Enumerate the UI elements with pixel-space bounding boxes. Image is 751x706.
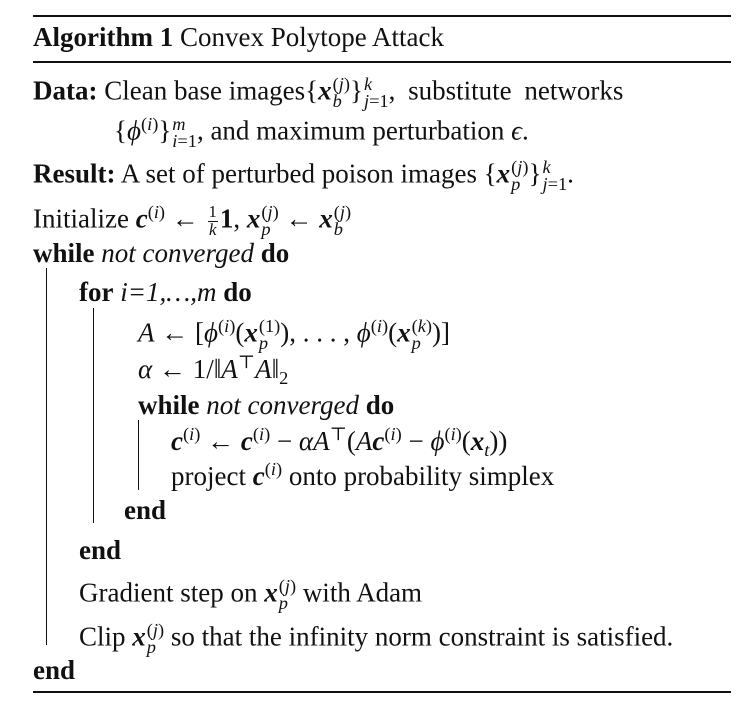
data-keyword: Data: [33, 75, 98, 106]
for-range: i=1,…,m [120, 277, 217, 307]
for-end-keyword: end [79, 535, 122, 565]
outer-while-keyword: while [33, 238, 95, 268]
inner-end-line: end [124, 497, 166, 524]
for-do-keyword: do [223, 277, 252, 307]
for-bar [93, 308, 95, 523]
clip-line: Clip x(j)p so that the infinity norm con… [79, 620, 674, 658]
for-end-line: end [79, 537, 121, 564]
clip-text-2: so that the infinity norm constraint is … [170, 621, 674, 652]
for-line: for i=1,…,m do [79, 279, 252, 306]
for-keyword: for [79, 277, 114, 307]
project-text: onto probability simplex [288, 461, 555, 491]
header-rule [33, 61, 731, 63]
project-keyword: project [171, 461, 246, 491]
outer-while-line: while not converged do [33, 240, 289, 267]
algorithm-title: Convex Polytope Attack [179, 22, 444, 52]
outer-while-condition: not converged [101, 238, 254, 268]
gradient-text-1: Gradient step on [79, 577, 258, 608]
inner-do-keyword: do [365, 390, 395, 420]
data-text-1: Clean base images [104, 75, 306, 106]
gradient-text-2: with Adam [302, 577, 423, 608]
result-line: Result: A set of perturbed poison images… [33, 157, 574, 195]
gradient-step-line: Gradient step on x(j)p with Adam [79, 576, 423, 614]
outer-while-bar [46, 268, 48, 645]
bottom-rule [33, 691, 731, 693]
result-text: A set of perturbed poison images [120, 158, 477, 189]
project-line: project c(i) onto probability simplex [171, 458, 555, 491]
clip-text-1: Clip [79, 621, 126, 652]
outer-end-keyword: end [33, 655, 76, 685]
inner-end-keyword: end [124, 495, 167, 525]
alpha-assignment-line: α ← 1/‖A⊤A‖2 [138, 351, 289, 389]
a-assignment-line: A ← [ϕ(i)(x(1)p), . . . , ϕ(i)(x(k)p)] [138, 315, 450, 354]
inner-while-keyword: while [138, 390, 200, 420]
c-update-line: c(i) ← c(i) − αA⊤(Ac(i) − ϕ(i)(xt)) [171, 423, 508, 461]
outer-end-line: end [33, 657, 75, 684]
inner-while-line: while not converged do [138, 392, 394, 419]
outer-do-keyword: do [260, 238, 290, 268]
algorithm-header: Algorithm 1 Convex Polytope Attack [33, 24, 444, 51]
result-keyword: Result: [33, 158, 116, 189]
initialize-keyword: Initialize [33, 203, 129, 234]
algorithm-label: Algorithm 1 [33, 22, 174, 52]
data-text-3: , and maximum perturbation [196, 115, 505, 146]
data-text-2: , substitute networks [388, 75, 624, 106]
inner-while-condition: not converged [206, 390, 359, 420]
inner-while-bar [138, 420, 140, 490]
top-rule [33, 15, 731, 17]
